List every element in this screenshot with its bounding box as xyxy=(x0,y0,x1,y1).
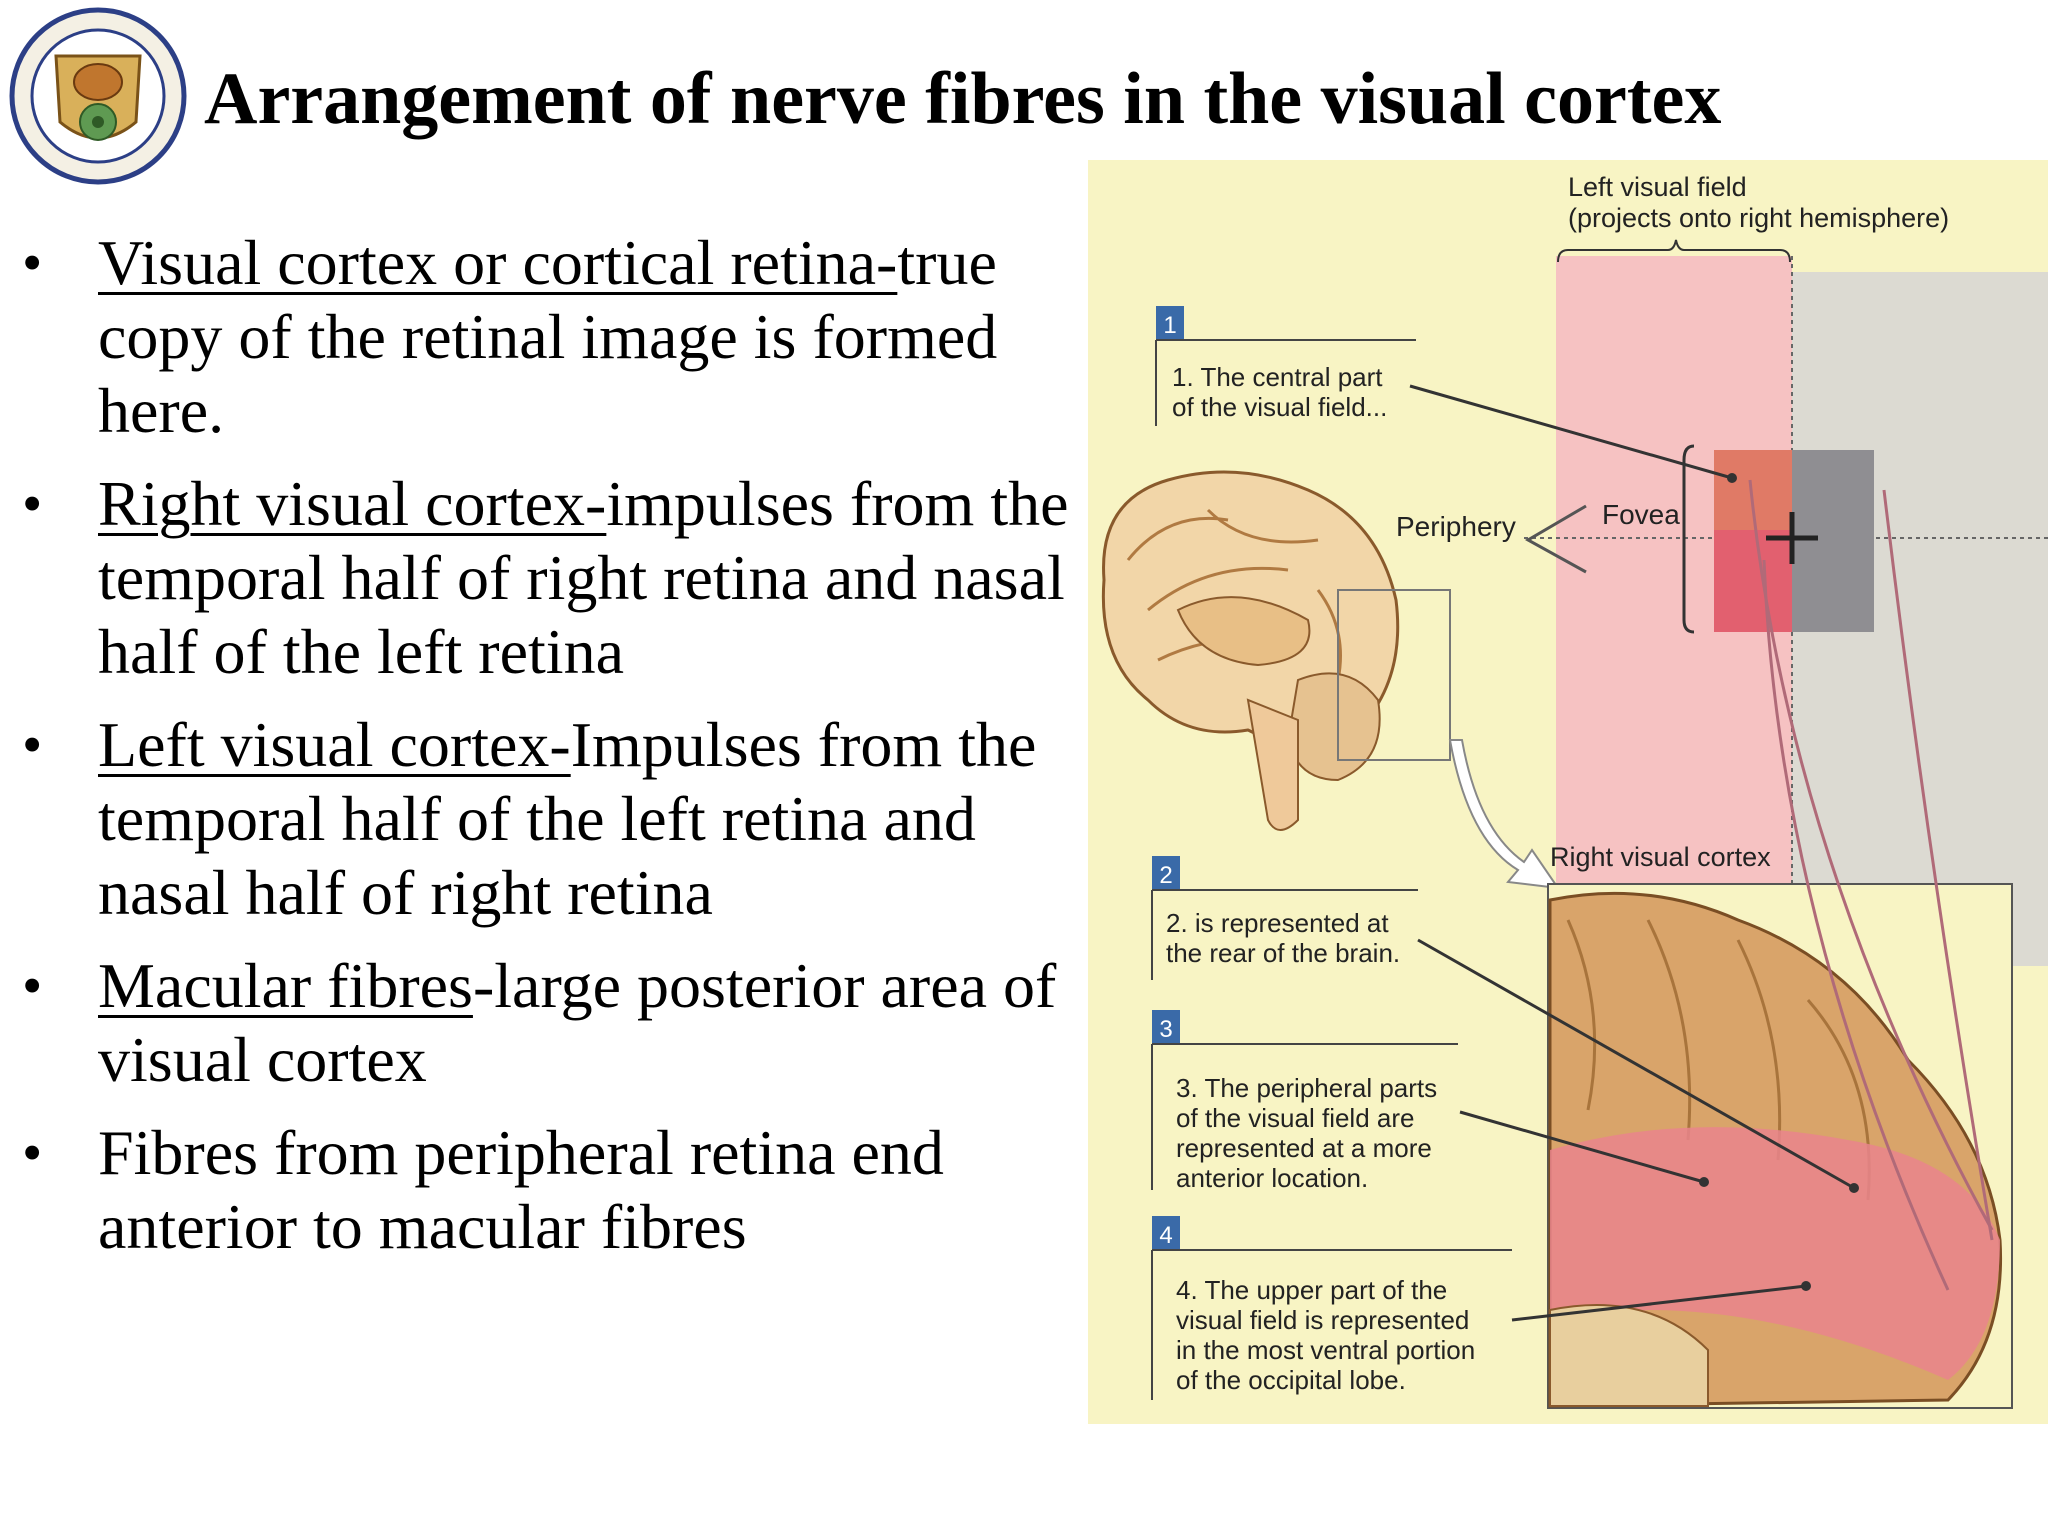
svg-text:the rear of the brain.: the rear of the brain. xyxy=(1166,938,1400,968)
svg-text:of the visual field are: of the visual field are xyxy=(1176,1103,1414,1133)
slide-title: Arrangement of nerve fibres in the visua… xyxy=(204,58,1722,140)
svg-text:1. The central part: 1. The central part xyxy=(1172,362,1383,392)
svg-text:2: 2 xyxy=(1159,862,1172,889)
bullet-term: Left visual cortex- xyxy=(98,709,571,780)
bullet-item: Right visual cortex-impulses from the te… xyxy=(20,467,1090,689)
projection-arrow xyxy=(1762,559,1950,1291)
svg-text:visual field is represented: visual field is represented xyxy=(1176,1305,1469,1335)
fovea-label: Fovea xyxy=(1602,499,1680,530)
svg-text:anterior location.: anterior location. xyxy=(1176,1163,1368,1193)
calcarine-region xyxy=(1550,1127,2000,1380)
svg-text:represented at a more: represented at a more xyxy=(1176,1133,1432,1163)
svg-text:2. is represented at: 2. is represented at xyxy=(1166,908,1389,938)
svg-text:3: 3 xyxy=(1159,1016,1172,1043)
step-callout-3: 3 3. The peripheral parts of the visual … xyxy=(1151,1010,1709,1193)
bullet-term: Right visual cortex- xyxy=(98,468,607,539)
right-visual-cortex-label: Right visual cortex xyxy=(1550,842,1771,872)
bullet-term: Macular fibres xyxy=(98,950,473,1021)
bullet-text: Fibres from peripheral retina end anteri… xyxy=(98,1117,944,1262)
bullet-text: true copy of the retinal image is formed… xyxy=(98,227,998,446)
fovea-bracket xyxy=(1682,444,1695,634)
fovea-right-half xyxy=(1792,450,1874,632)
svg-text:3. The peripheral parts: 3. The peripheral parts xyxy=(1176,1073,1437,1103)
svg-text:4. The upper part of the: 4. The upper part of the xyxy=(1176,1275,1447,1305)
left-visual-field-label: Left visual field xyxy=(1568,172,1747,202)
bullet-text: impulses from the temporal half of right… xyxy=(98,468,1069,687)
hemisphere-note-label: (projects onto right hemisphere) xyxy=(1568,203,1949,233)
bullet-term: Visual cortex or cortical retina- xyxy=(98,227,898,298)
bullet-text: Impulses from the temporal half of the l… xyxy=(98,709,1037,928)
bullet-text: -large posterior area of visual cortex xyxy=(98,950,1057,1095)
svg-text:of the visual field...: of the visual field... xyxy=(1172,392,1387,422)
bullet-item: Left visual cortex-Impulses from the tem… xyxy=(20,708,1090,930)
visual-cortex-figure: Left visual field (projects onto right h… xyxy=(1088,160,2048,1424)
svg-text:of the occipital lobe.: of the occipital lobe. xyxy=(1176,1365,1406,1395)
bullet-item: Macular fibres-large posterior area of v… xyxy=(20,949,1090,1097)
bullet-list: Visual cortex or cortical retina-true co… xyxy=(20,226,1090,1283)
brain-sagittal-illustration xyxy=(1101,470,1451,831)
periphery-chevron xyxy=(1524,504,1587,574)
fixation-cross xyxy=(1766,512,1818,564)
svg-text:4: 4 xyxy=(1159,1222,1172,1249)
bullet-item: Visual cortex or cortical retina-true co… xyxy=(20,226,1090,448)
step-callout-4: 4 4. The upper part of the visual field … xyxy=(1151,1216,1811,1400)
periphery-label: Periphery xyxy=(1396,511,1516,542)
cerebellum xyxy=(1549,1304,1709,1407)
institute-seal-logo xyxy=(9,7,187,185)
step-callout-2: 2 2. is represented at the rear of the b… xyxy=(1151,856,1859,1193)
projection-arrow xyxy=(1882,489,1994,1241)
svg-text:1: 1 xyxy=(1163,312,1176,339)
step-callout-1: 1 1. The central part of the visual fiel… xyxy=(1155,306,1737,483)
bullet-item: Fibres from peripheral retina end anteri… xyxy=(20,1116,1090,1264)
svg-text:in the most ventral portion: in the most ventral portion xyxy=(1176,1335,1475,1365)
field-bracket xyxy=(1557,239,1791,263)
